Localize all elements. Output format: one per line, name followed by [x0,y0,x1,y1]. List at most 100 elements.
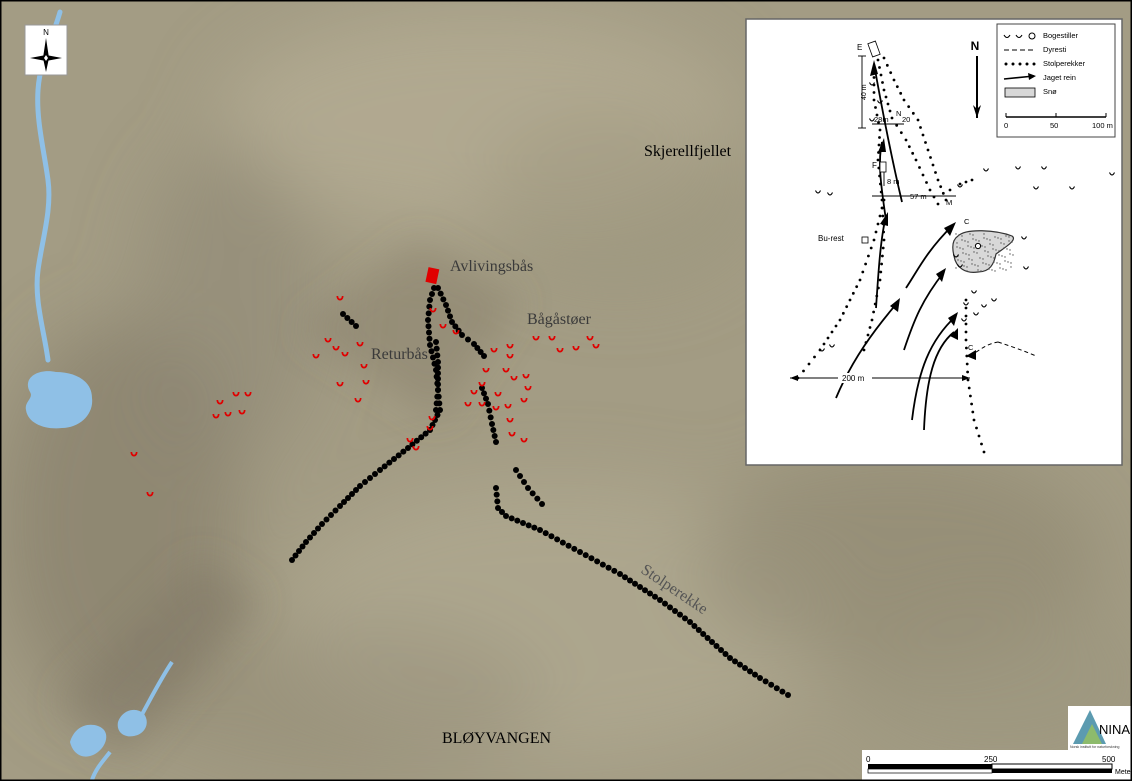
inset-post-dot [807,362,811,366]
inset-bowstand [957,264,963,268]
post-marker [445,307,451,314]
post-marker [479,385,485,391]
bowstand-marker [494,392,502,397]
post-marker [459,332,465,338]
inset-post-dot [878,128,882,132]
post-marker [315,525,321,532]
post-marker [435,381,441,388]
bowstand-marker [224,412,232,417]
snow-stipple-dot [999,267,1001,269]
inset-label-200m: 200 m [842,374,865,383]
snow-stipple-dot [1006,248,1008,250]
snow-stipple-dot [1008,236,1010,238]
post-marker [328,512,334,518]
inset-bowstand [829,344,835,348]
inset-post-dot [926,148,930,152]
inset-label-n: N [896,109,901,118]
inset-post-dot [916,118,920,122]
inset-post-dot [936,178,940,182]
post-marker [599,561,606,568]
post-marker [381,463,388,470]
snow-stipple-dot [977,269,979,271]
snow-stipple-dot [988,264,990,266]
post-marker [487,414,494,421]
snow-stipple-dot [1008,240,1010,242]
post-marker [311,530,317,536]
snow-stipple-dot [998,254,1000,256]
bowstand-marker [478,402,486,407]
inset-label-c1: C [964,217,970,226]
snow-stipple-dot [998,250,1000,252]
bowstand-marker [478,382,486,387]
post-marker [542,530,549,537]
inset-scale-50: 50 [1050,121,1058,130]
post-marker [471,341,477,347]
inset-bowstand [1033,186,1039,190]
post-marker [503,513,509,519]
snow-stipple-dot [992,244,994,246]
inset-post-dot [869,246,873,250]
snow-stipple-dot [984,250,986,252]
snow-stipple-dot [967,245,969,247]
post-marker [642,587,648,594]
post-marker [554,536,561,543]
snow-stipple-dot [958,234,960,236]
post-marker [434,352,441,359]
post-marker [695,627,702,633]
post-marker [377,467,383,473]
snow-stipple-dot [972,238,974,240]
logo-subtext: Norsk institutt for naturforskning [1070,745,1119,749]
post-marker [425,317,431,323]
inset-bowstand [973,312,979,316]
legend-symbol-posts [1018,62,1022,66]
post-marker [667,604,673,611]
inset-post-dot [822,342,826,346]
inset-post-dot [864,262,867,266]
bowstand-marker [324,338,332,343]
post-marker [737,661,743,668]
snow-stipple-dot [1009,249,1011,251]
inset-post-dot [884,95,888,99]
inset-bowstand [1109,172,1115,176]
snow-stipple-dot [993,261,995,263]
inset-post-dot [899,91,903,95]
inset-post-dot [874,230,878,234]
snow-stipple-dot [973,251,975,253]
inset-bowstand [971,290,977,294]
inset-bowstand [1021,236,1027,240]
post-marker [447,313,453,320]
snow-stipple-dot [981,245,983,247]
inset-post-dot [845,305,849,309]
bowstand-marker [238,410,246,415]
inset-scale-100: 100 m [1092,121,1113,130]
post-marker [485,401,491,407]
inset-post-dot [971,410,975,414]
post-marker [582,552,589,559]
post-marker [713,643,720,649]
bowstand-marker [490,348,498,353]
post-marker [757,675,763,681]
inset-bowstand [983,168,989,172]
bowstand-marker [429,308,437,313]
post-marker [332,507,339,514]
snow-stipple-dot [968,258,970,260]
inset-post-dot [965,362,969,366]
bowstand-marker [341,352,349,357]
snow-stipple-dot [971,259,973,261]
snow-stipple-dot [973,247,975,249]
bowstand-marker [504,404,512,409]
snow-stipple-dot [982,258,984,260]
inset-bowstand [1015,166,1021,170]
snow-stipple-dot [989,243,991,245]
post-marker [353,487,359,493]
post-marker [647,590,653,597]
inset-post-dot [878,278,882,282]
post-marker [611,567,618,574]
snow-stipple-dot [983,237,985,239]
inset-post-dot [907,105,911,109]
post-marker [474,345,481,351]
snow-stipple-dot [1001,255,1003,257]
snow-stipple-dot [955,267,957,269]
legend-symbol-posts [1032,62,1036,66]
